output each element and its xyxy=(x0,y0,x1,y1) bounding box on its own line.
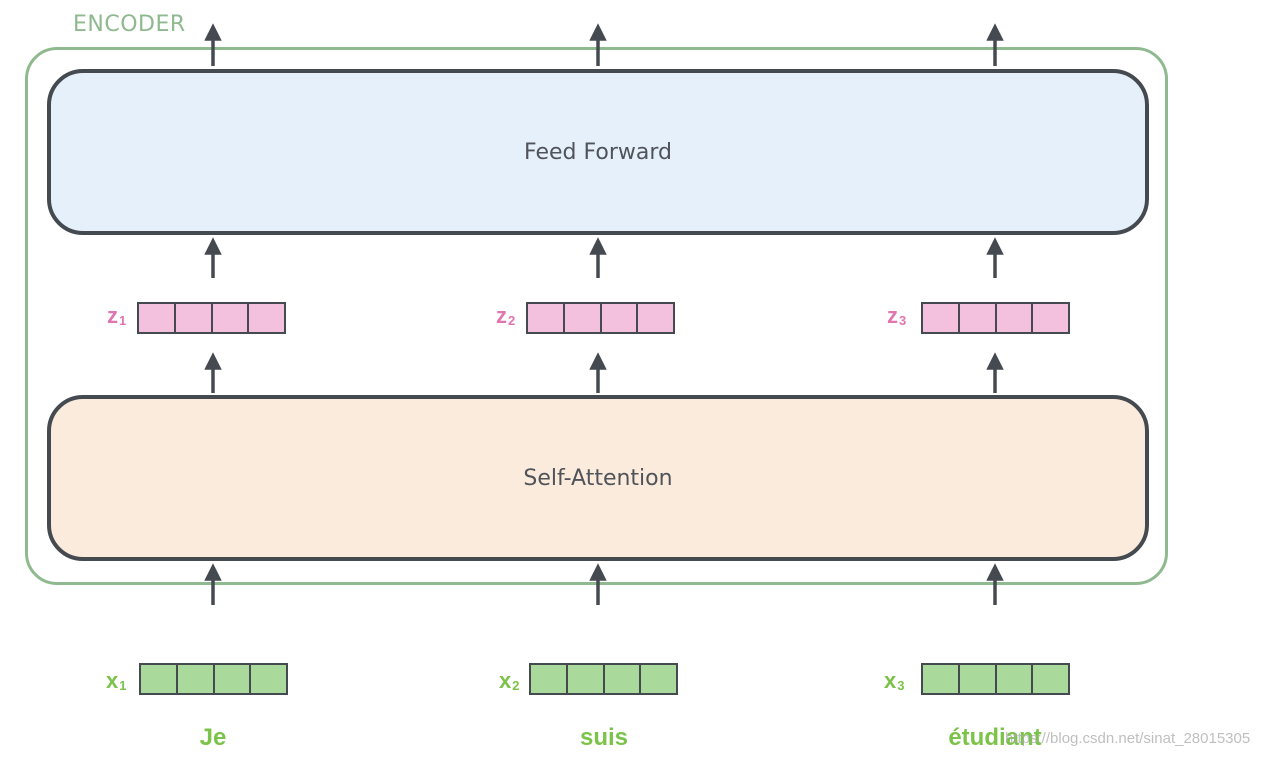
z2-label: z2 xyxy=(496,303,516,328)
input-word-1: Je xyxy=(199,724,227,751)
x1-label: x1 xyxy=(106,668,127,693)
vector-cell xyxy=(251,665,286,693)
vector-cell xyxy=(565,304,602,332)
encoder-label: ENCODER xyxy=(73,12,186,37)
feed-forward-layer: Feed Forward xyxy=(47,69,1149,235)
vector-cell xyxy=(178,665,215,693)
vector-cell xyxy=(602,304,639,332)
vector-cell xyxy=(923,665,960,693)
vector-cell xyxy=(141,665,178,693)
z2-vector xyxy=(526,302,675,334)
vector-cell xyxy=(1033,665,1068,693)
x3-vector xyxy=(921,663,1070,695)
z1-label: z1 xyxy=(107,303,127,328)
vector-cell xyxy=(568,665,605,693)
vector-cell xyxy=(528,304,565,332)
vector-cell xyxy=(213,304,250,332)
vector-cell xyxy=(960,304,997,332)
z3-label: z3 xyxy=(887,303,907,328)
vector-cell xyxy=(605,665,642,693)
vector-cell xyxy=(139,304,176,332)
vector-cell xyxy=(997,665,1034,693)
vector-cell xyxy=(1033,304,1068,332)
z3-vector xyxy=(921,302,1070,334)
vector-cell xyxy=(641,665,676,693)
self-attention-layer: Self-Attention xyxy=(47,395,1149,561)
x2-label: x2 xyxy=(499,668,520,693)
watermark: https://blog.csdn.net/sinat_28015305 xyxy=(1005,730,1251,747)
z1-vector xyxy=(137,302,286,334)
vector-cell xyxy=(249,304,284,332)
x2-vector xyxy=(529,663,678,695)
vector-cell xyxy=(997,304,1034,332)
vector-cell xyxy=(960,665,997,693)
vector-cell xyxy=(531,665,568,693)
vector-cell xyxy=(176,304,213,332)
vector-cell xyxy=(923,304,960,332)
input-word-3: étudiant xyxy=(948,724,1042,751)
vector-cell xyxy=(638,304,673,332)
self-attention-label: Self-Attention xyxy=(523,465,673,491)
input-word-2: suis xyxy=(579,724,629,751)
x3-label: x3 xyxy=(884,668,905,693)
feed-forward-label: Feed Forward xyxy=(524,139,672,165)
x1-vector xyxy=(139,663,288,695)
vector-cell xyxy=(215,665,252,693)
